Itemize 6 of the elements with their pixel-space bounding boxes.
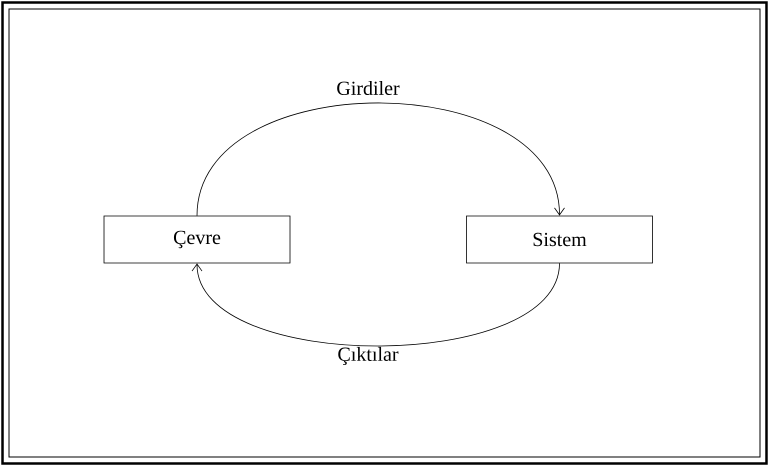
process-box: Çevre bbox=[104, 216, 290, 264]
arrow bbox=[192, 263, 560, 346]
edge-label: Girdiler bbox=[337, 80, 400, 96]
arrow bbox=[196, 102, 565, 216]
edge-label: Çıktılar bbox=[338, 346, 398, 366]
process-box: Sistem bbox=[466, 216, 653, 264]
